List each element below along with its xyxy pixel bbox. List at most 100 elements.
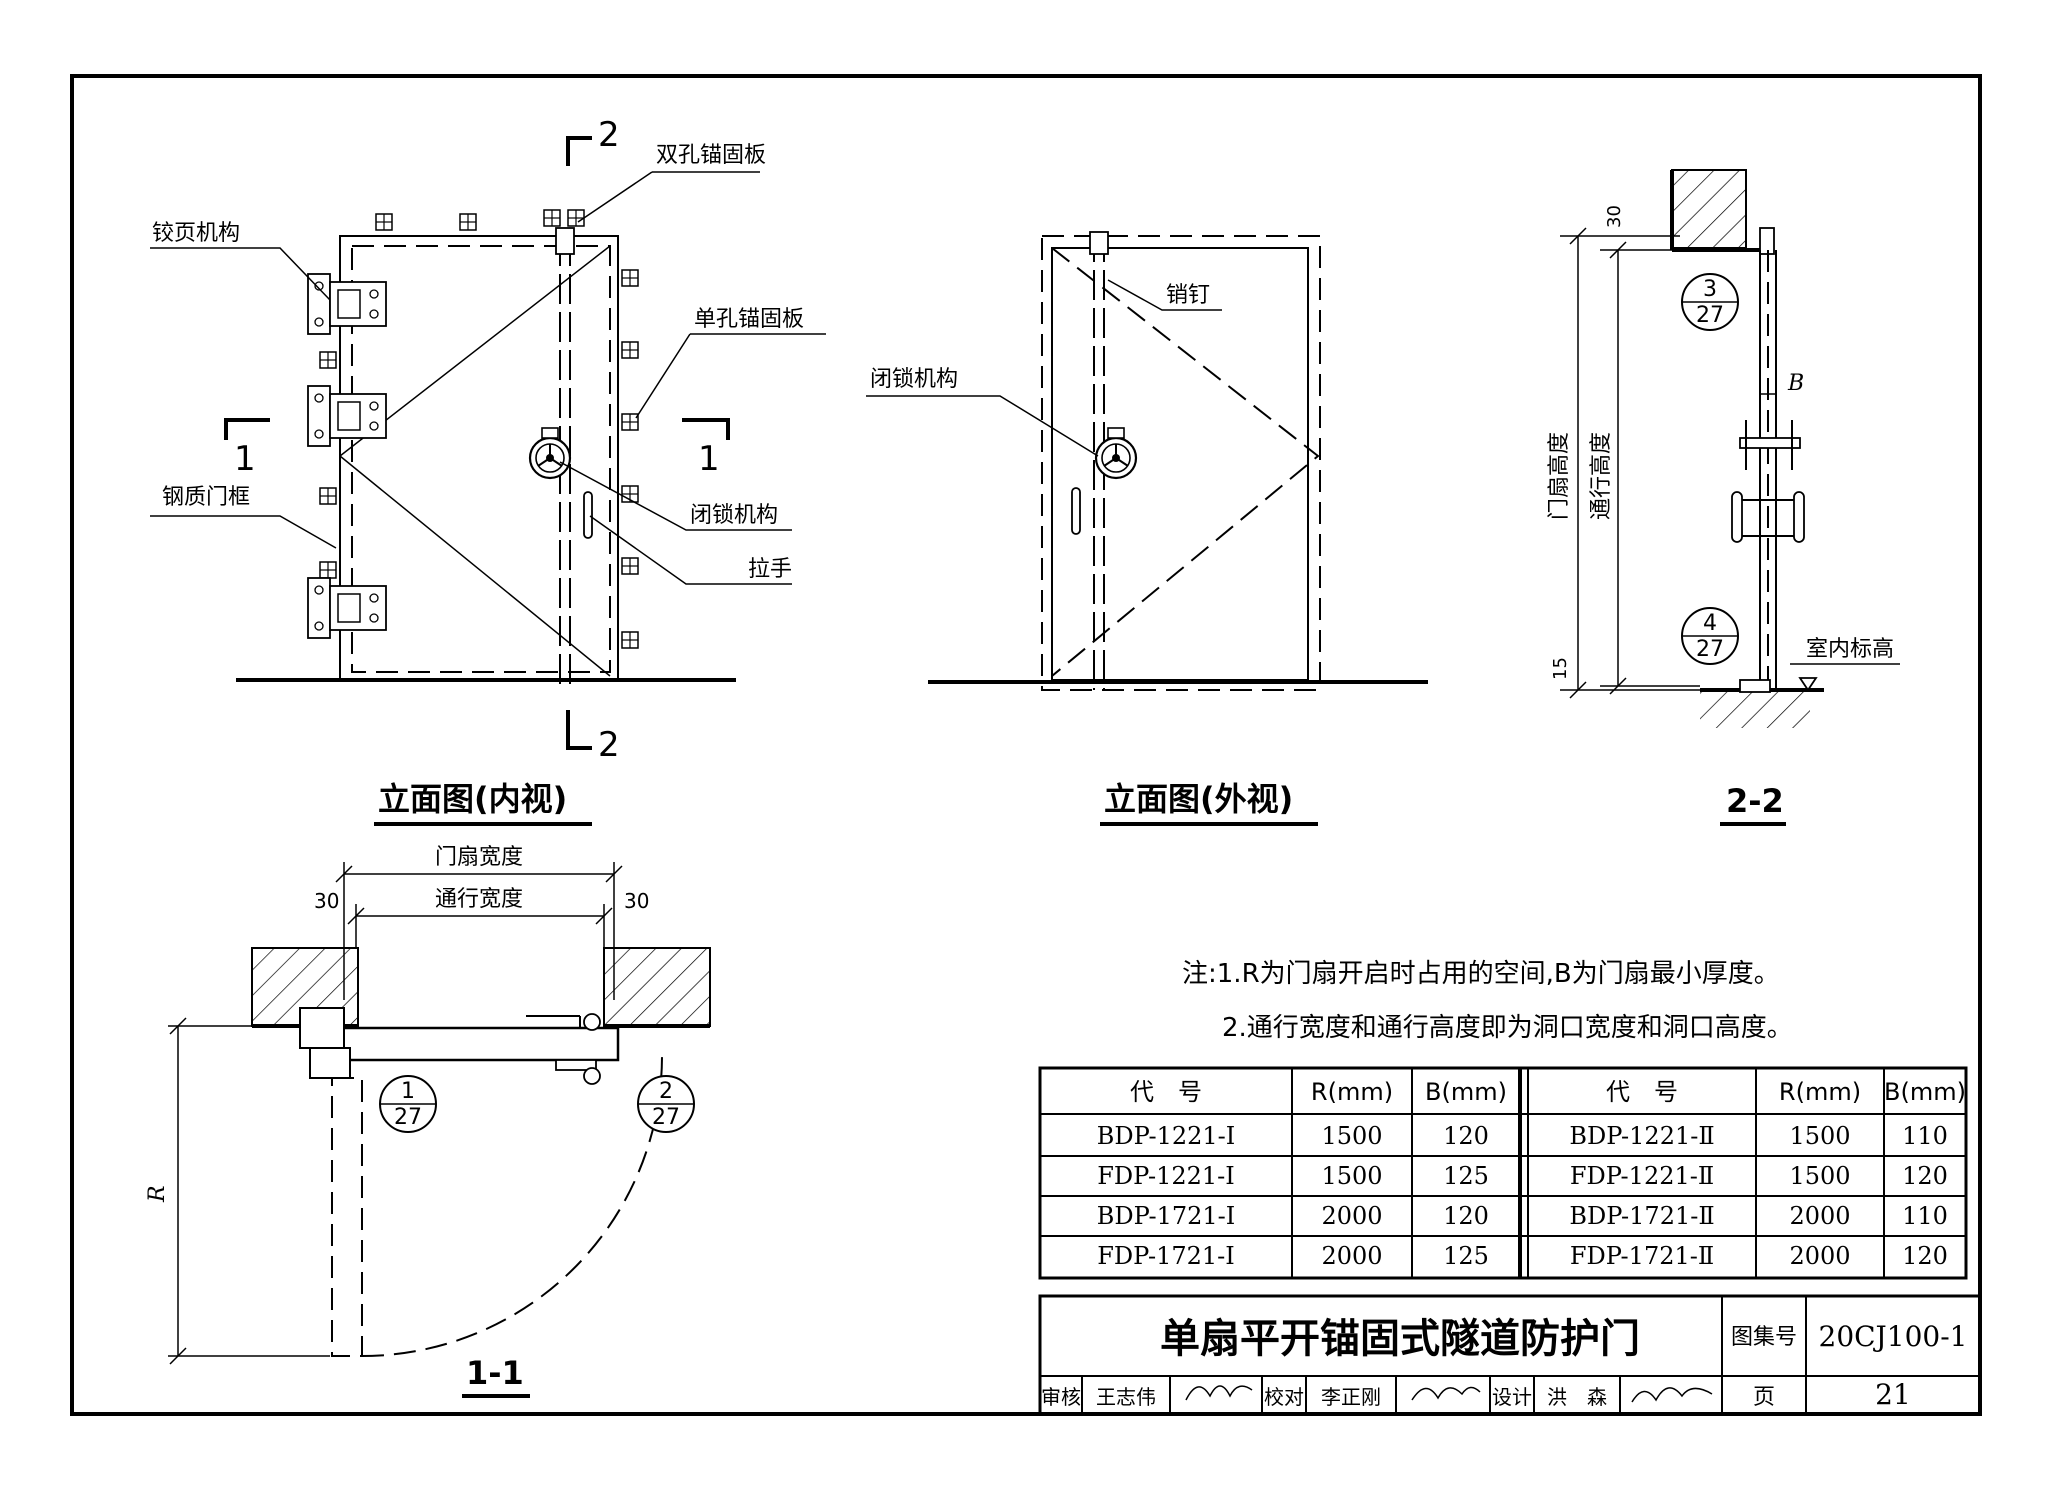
section-mark-2-bottom bbox=[566, 710, 592, 750]
section-mark-1-right-label: 1 bbox=[698, 439, 720, 479]
detail-ref-1: 1 bbox=[401, 1079, 415, 1104]
table-cell: 120 bbox=[1443, 1202, 1489, 1230]
table-cell: 2000 bbox=[1321, 1242, 1382, 1270]
review-signature bbox=[1185, 1385, 1253, 1401]
pull-handle-outer-icon bbox=[1071, 487, 1081, 535]
door-width-label: 门扇宽度 bbox=[435, 845, 523, 870]
dim-left-30: 30 bbox=[314, 889, 339, 913]
detail-ref-1-sheet: 27 bbox=[394, 1105, 422, 1130]
note-line-1: 注:1.R为门扇开启时占用的空间,B为门扇最小厚度。 bbox=[1182, 959, 1780, 989]
table-header-cell: B(mm) bbox=[1425, 1078, 1507, 1106]
handwheel-icon bbox=[528, 426, 572, 480]
table-cell: 2000 bbox=[1321, 1202, 1382, 1230]
detail-ref-3-sheet: 27 bbox=[1696, 303, 1724, 328]
table-cell: 125 bbox=[1443, 1162, 1489, 1190]
dim-top-30: 30 bbox=[1604, 205, 1625, 228]
table-header-cell: R(mm) bbox=[1311, 1078, 1393, 1106]
check-name: 李正刚 bbox=[1321, 1385, 1381, 1409]
design-name: 洪 森 bbox=[1547, 1385, 1607, 1409]
detail-ref-2: 2 bbox=[659, 1079, 673, 1104]
table-header-cell: 代 号 bbox=[1606, 1078, 1678, 1106]
section-1-1-view: R 门扇宽度 通行宽度 30 30 1 27 2 27 1-1 bbox=[145, 845, 711, 1398]
label-double-anchor: 双孔锚固板 bbox=[656, 143, 766, 168]
handwheel-outer-icon bbox=[1094, 426, 1138, 480]
check-signature bbox=[1411, 1386, 1481, 1401]
door-leaf-plan bbox=[338, 1026, 620, 1062]
design-signature bbox=[1631, 1387, 1713, 1403]
section-mark-2-top bbox=[566, 136, 592, 166]
section-mark-2-top-label: 2 bbox=[598, 115, 620, 155]
outer-elevation-view: 销钉 闭锁机构 立面图(外视) bbox=[866, 231, 1428, 826]
detail-ref-2-sheet: 27 bbox=[652, 1105, 680, 1130]
title-section-1-1: 1-1 bbox=[466, 1354, 524, 1392]
atlas-number: 20CJ100-1 bbox=[1819, 1320, 1968, 1353]
note-line-2: 2.通行宽度和通行高度即为洞口宽度和洞口高度。 bbox=[1222, 1013, 1793, 1043]
pass-height-label: 通行高度 bbox=[1589, 432, 1614, 520]
detail-ref-3: 3 bbox=[1703, 277, 1717, 302]
table-header-cell: R(mm) bbox=[1779, 1078, 1861, 1106]
section-mark-1-left-label: 1 bbox=[234, 439, 256, 479]
table-cell: 2000 bbox=[1789, 1242, 1850, 1270]
label-pin: 销钉 bbox=[1166, 283, 1210, 308]
table-cell: FDP-1221-Ⅰ bbox=[1097, 1162, 1235, 1190]
hinge-bottom bbox=[307, 577, 387, 639]
page-number: 21 bbox=[1875, 1378, 1911, 1411]
title-block: 单扇平开锚固式隧道防护门 图集号 20CJ100-1 页 21 审核 王志伟 校… bbox=[1038, 1294, 1982, 1416]
table-cell: BDP-1221-Ⅰ bbox=[1097, 1122, 1236, 1150]
section-mark-1-right bbox=[682, 418, 730, 440]
table-cell: FDP-1221-Ⅱ bbox=[1570, 1162, 1714, 1190]
section-2-2-view: B 30 15 门扇高度 通行高度 3 27 4 27 室内标高 2-2 bbox=[1547, 169, 1900, 826]
table-cell: 110 bbox=[1902, 1202, 1948, 1230]
spec-table: 代 号 R(mm) B(mm) 代 号 R(mm) B(mm) BDP-1221-Ⅰ 150… bbox=[1038, 1066, 1968, 1280]
atlas-number-label: 图集号 bbox=[1731, 1325, 1797, 1350]
dim-right-30: 30 bbox=[624, 889, 649, 913]
table-cell: 120 bbox=[1902, 1162, 1948, 1190]
table-cell: 125 bbox=[1443, 1242, 1489, 1270]
label-handle: 拉手 bbox=[748, 557, 792, 582]
hinge-top bbox=[307, 273, 387, 335]
check-label: 校对 bbox=[1264, 1385, 1304, 1409]
table-cell: 120 bbox=[1443, 1122, 1489, 1150]
opening-outline bbox=[1041, 235, 1321, 691]
table-cell: 1500 bbox=[1321, 1162, 1382, 1190]
door-leaf-outer bbox=[1051, 247, 1309, 681]
inner-elevation-view: 2 2 1 1 铰页机构 双孔锚固板 单孔锚固板 钢质门框 闭锁机构 拉手 立面… bbox=[150, 115, 826, 826]
steel-door-frame bbox=[339, 235, 619, 681]
design-label: 设计 bbox=[1492, 1385, 1532, 1409]
table-cell: 1500 bbox=[1789, 1122, 1850, 1150]
title-inner-elevation: 立面图(内视) bbox=[378, 780, 567, 818]
table-cell: BDP-1721-Ⅰ bbox=[1097, 1202, 1236, 1230]
section-mark-1-left bbox=[224, 418, 270, 440]
drawing-title: 单扇平开锚固式隧道防护门 bbox=[1160, 1316, 1640, 1362]
table-cell: 120 bbox=[1902, 1242, 1948, 1270]
page-label: 页 bbox=[1753, 1385, 1775, 1410]
table-header-cell: B(mm) bbox=[1884, 1078, 1966, 1106]
table-cell: BDP-1721-Ⅱ bbox=[1569, 1202, 1714, 1230]
sheet-border bbox=[70, 74, 1982, 1416]
label-lock-inner: 闭锁机构 bbox=[690, 503, 778, 528]
floor-level-label: 室内标高 bbox=[1806, 637, 1894, 662]
title-section-2-2: 2-2 bbox=[1726, 782, 1784, 820]
hinge-middle bbox=[307, 385, 387, 447]
thickness-dim-label: B bbox=[1787, 371, 1804, 396]
table-cell: 1500 bbox=[1321, 1122, 1382, 1150]
table-cell: 2000 bbox=[1789, 1202, 1850, 1230]
table-cell: FDP-1721-Ⅱ bbox=[1570, 1242, 1714, 1270]
door-leaf-outline bbox=[351, 245, 611, 673]
label-single-anchor: 单孔锚固板 bbox=[694, 307, 804, 332]
review-label: 审核 bbox=[1041, 1385, 1081, 1409]
table-header-cell: 代 号 bbox=[1130, 1078, 1202, 1106]
title-outer-elevation: 立面图(外视) bbox=[1104, 780, 1293, 818]
open-leaf-dashed bbox=[331, 1077, 363, 1357]
radius-dim-label: R bbox=[145, 1185, 170, 1203]
label-steel-frame: 钢质门框 bbox=[162, 485, 250, 510]
section-mark-2-bottom-label: 2 bbox=[598, 725, 620, 765]
review-name: 王志伟 bbox=[1096, 1385, 1156, 1409]
pull-handle-icon bbox=[583, 491, 593, 539]
label-lock-outer: 闭锁机构 bbox=[870, 367, 958, 392]
door-height-label: 门扇高度 bbox=[1547, 432, 1572, 520]
dim-bottom-15: 15 bbox=[1550, 657, 1571, 680]
label-hinge: 铰页机构 bbox=[152, 221, 240, 246]
table-cell: 1500 bbox=[1789, 1162, 1850, 1190]
